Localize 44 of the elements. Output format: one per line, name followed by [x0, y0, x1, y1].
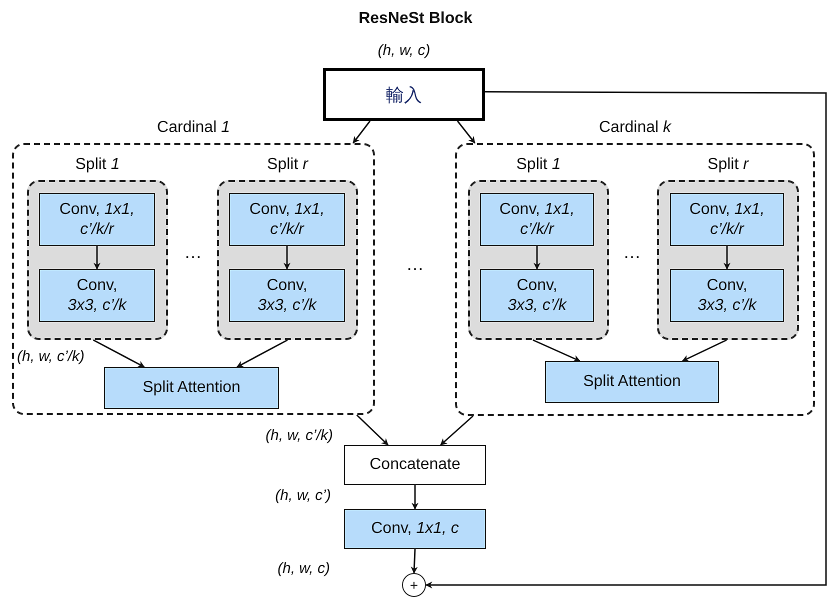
input-box: 輸入: [323, 68, 485, 121]
group-title: Cardinal k: [598, 119, 672, 137]
group-title: Split 1: [74, 156, 121, 174]
arrow: [284, 246, 290, 270]
skip-connection-arrow: [425, 91, 827, 588]
ellipsis: …: [405, 254, 425, 275]
layer-box: Conv, 1x1, c’/k/r: [39, 193, 155, 246]
layer-box: Conv, 1x1, c’/k/r: [670, 193, 784, 246]
ellipsis: …: [183, 242, 203, 263]
arrow: [94, 246, 100, 270]
arrow: [440, 415, 474, 446]
layer-box: Conv, 3x3, c’/k: [670, 269, 784, 322]
arrow: [410, 548, 418, 574]
arrow: [532, 339, 580, 362]
layer-box: Conv, 3x3, c’/k: [480, 269, 594, 322]
shape-label: (h, w, c’): [275, 487, 331, 504]
layer-box: Conv, 1x1, c’/k/r: [480, 193, 594, 246]
arrow: [92, 339, 145, 368]
layer-box: Split Attention: [104, 367, 279, 409]
diagram-title: ResNeSt Block: [358, 10, 474, 28]
layer-box: Conv, 1x1, c’/k/r: [229, 193, 345, 246]
ellipsis: …: [622, 242, 642, 263]
layer-box: Conv, 3x3, c’/k: [39, 269, 155, 322]
arrow: [412, 485, 418, 510]
shape-label: (h, w, c’/k): [265, 427, 333, 444]
arrow: [352, 120, 371, 144]
shape-label: (h, w, c): [277, 560, 330, 577]
sum-circle: +: [402, 573, 426, 597]
layer-box: Conv, 1x1, c: [344, 509, 486, 549]
arrow: [456, 120, 476, 144]
layer-box: Concatenate: [344, 445, 486, 485]
group-title: Split r: [266, 156, 310, 174]
group-title: Cardinal 1: [156, 119, 231, 137]
group-title: Split r: [706, 156, 750, 174]
arrow: [682, 339, 727, 362]
shape-label: (h, w, c’/k): [17, 348, 85, 365]
arrow: [724, 246, 730, 270]
arrow: [236, 339, 288, 368]
group-title: Split 1: [515, 156, 562, 174]
shape-label: (h, w, c): [376, 42, 432, 59]
arrow: [356, 414, 389, 446]
layer-box: Conv, 3x3, c’/k: [229, 269, 345, 322]
arrow: [534, 246, 540, 270]
layer-box: Split Attention: [545, 361, 719, 403]
